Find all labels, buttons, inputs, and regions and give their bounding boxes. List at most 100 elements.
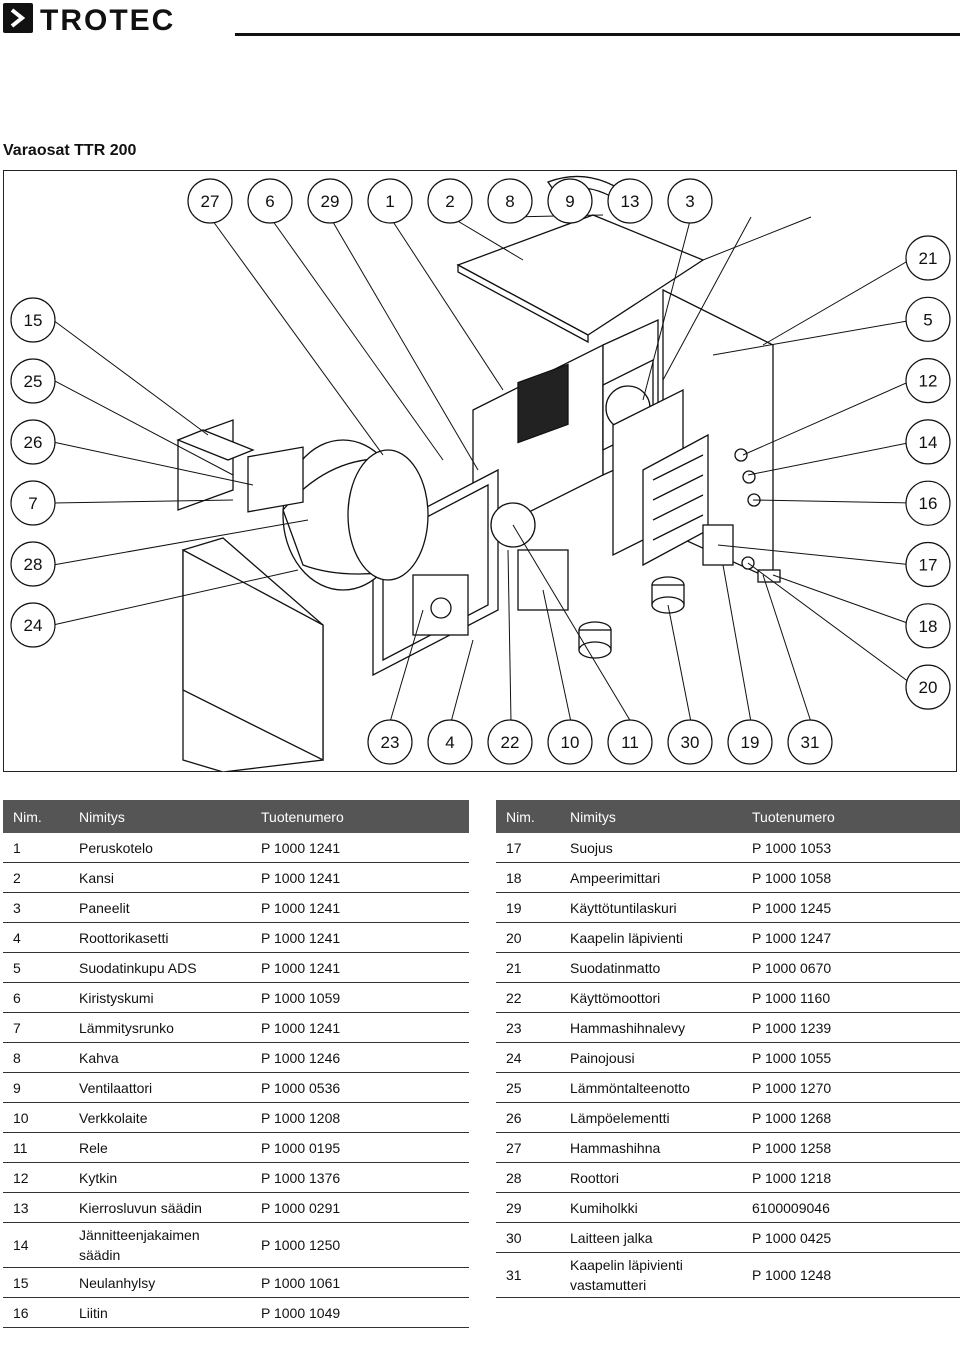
- cell-nr: 18: [496, 862, 560, 893]
- cell-nr: 5: [3, 952, 69, 983]
- cell-name: Käyttömoottori: [560, 982, 742, 1013]
- cell-name: Kytkin: [69, 1162, 251, 1193]
- cell-nr: 2: [3, 862, 69, 893]
- cell-nr: 8: [3, 1042, 69, 1073]
- col-header-name: Nimitys: [69, 800, 251, 833]
- cell-part: P 1000 1247: [742, 922, 960, 953]
- cell-part: P 1000 1241: [251, 833, 469, 863]
- callout-circle: [187, 178, 233, 224]
- cell-name: Lämpöelementti: [560, 1102, 742, 1133]
- callout-circle: [667, 719, 713, 765]
- cell-nr: 22: [496, 982, 560, 1013]
- cell-name: Kaapelin läpivienti: [560, 922, 742, 953]
- callout-circle: [667, 178, 713, 224]
- cell-nr: 20: [496, 922, 560, 953]
- cell-nr: 28: [496, 1162, 560, 1193]
- callout-circle: [607, 178, 653, 224]
- callout-circle: [487, 719, 533, 765]
- cell-nr: 12: [3, 1162, 69, 1193]
- cell-nr: 17: [496, 833, 560, 863]
- callout-number: 26: [24, 433, 43, 452]
- callout-circle: [547, 719, 593, 765]
- cell-name: Ventilaattori: [69, 1072, 251, 1103]
- callout-number: 12: [919, 372, 938, 391]
- cell-name: Hammashihna: [560, 1132, 742, 1163]
- callout-circle: [905, 664, 951, 710]
- cell-part: P 1000 1058: [742, 862, 960, 893]
- callout-number: 23: [381, 733, 400, 752]
- cell-part: P 1000 1268: [742, 1102, 960, 1133]
- callout-circle: [247, 178, 293, 224]
- callout-circle: [905, 480, 951, 526]
- cell-name: Painojousi: [560, 1042, 742, 1073]
- cell-name: Paneelit: [69, 892, 251, 923]
- callout-number: 5: [923, 310, 932, 329]
- cell-part: P 1000 1160: [742, 982, 960, 1013]
- cell-name: Suodatinmatto: [560, 952, 742, 983]
- cell-nr: 24: [496, 1042, 560, 1073]
- callout-number: 28: [24, 555, 43, 574]
- callout-circle: [905, 358, 951, 404]
- callout-number: 15: [24, 311, 43, 330]
- cell-part: P 1000 1059: [251, 982, 469, 1013]
- cell-name: Verkkolaite: [69, 1102, 251, 1133]
- callout-number: 1: [385, 192, 394, 211]
- callout-number: 21: [919, 249, 938, 268]
- callout-number: 2: [445, 192, 454, 211]
- callout-circle: [427, 178, 473, 224]
- callout-number: 27: [201, 192, 220, 211]
- callout-circle: [10, 480, 56, 526]
- cell-name: Laitteen jalka: [560, 1222, 742, 1253]
- cell-nr: 11: [3, 1132, 69, 1163]
- callout-number: 7: [28, 494, 37, 513]
- callout-circle: [547, 178, 593, 224]
- cell-part: P 1000 1241: [251, 892, 469, 923]
- cell-nr: 7: [3, 1012, 69, 1043]
- cell-name: Kahva: [69, 1042, 251, 1073]
- callout-circle: [307, 178, 353, 224]
- cell-nr: 26: [496, 1102, 560, 1133]
- callout-number: 14: [919, 433, 938, 452]
- cell-nr: 3: [3, 892, 69, 923]
- cell-name: Käyttötuntilaskuri: [560, 892, 742, 923]
- callout-number: 22: [501, 733, 520, 752]
- callout-number: 8: [505, 192, 514, 211]
- callout-circle: [787, 719, 833, 765]
- cell-part: P 1000 0425: [742, 1222, 960, 1253]
- callout-circle: [607, 719, 653, 765]
- callout-circle: [905, 296, 951, 342]
- cell-nr: 23: [496, 1012, 560, 1043]
- brand-name: TROTEC: [40, 4, 175, 37]
- cell-name: Kiristyskumi: [69, 982, 251, 1013]
- callout-circle: [10, 541, 56, 587]
- callout-circle: [10, 602, 56, 648]
- page-title: Varaosat TTR 200: [3, 142, 137, 159]
- cell-name: Kierrosluvun säädin: [69, 1192, 251, 1223]
- cell-nr: 31: [496, 1252, 560, 1298]
- callout-circle: [427, 719, 473, 765]
- cell-nr: 13: [3, 1192, 69, 1223]
- callout-circle: [367, 178, 413, 224]
- cell-nr: 25: [496, 1072, 560, 1103]
- cell-nr: 4: [3, 922, 69, 953]
